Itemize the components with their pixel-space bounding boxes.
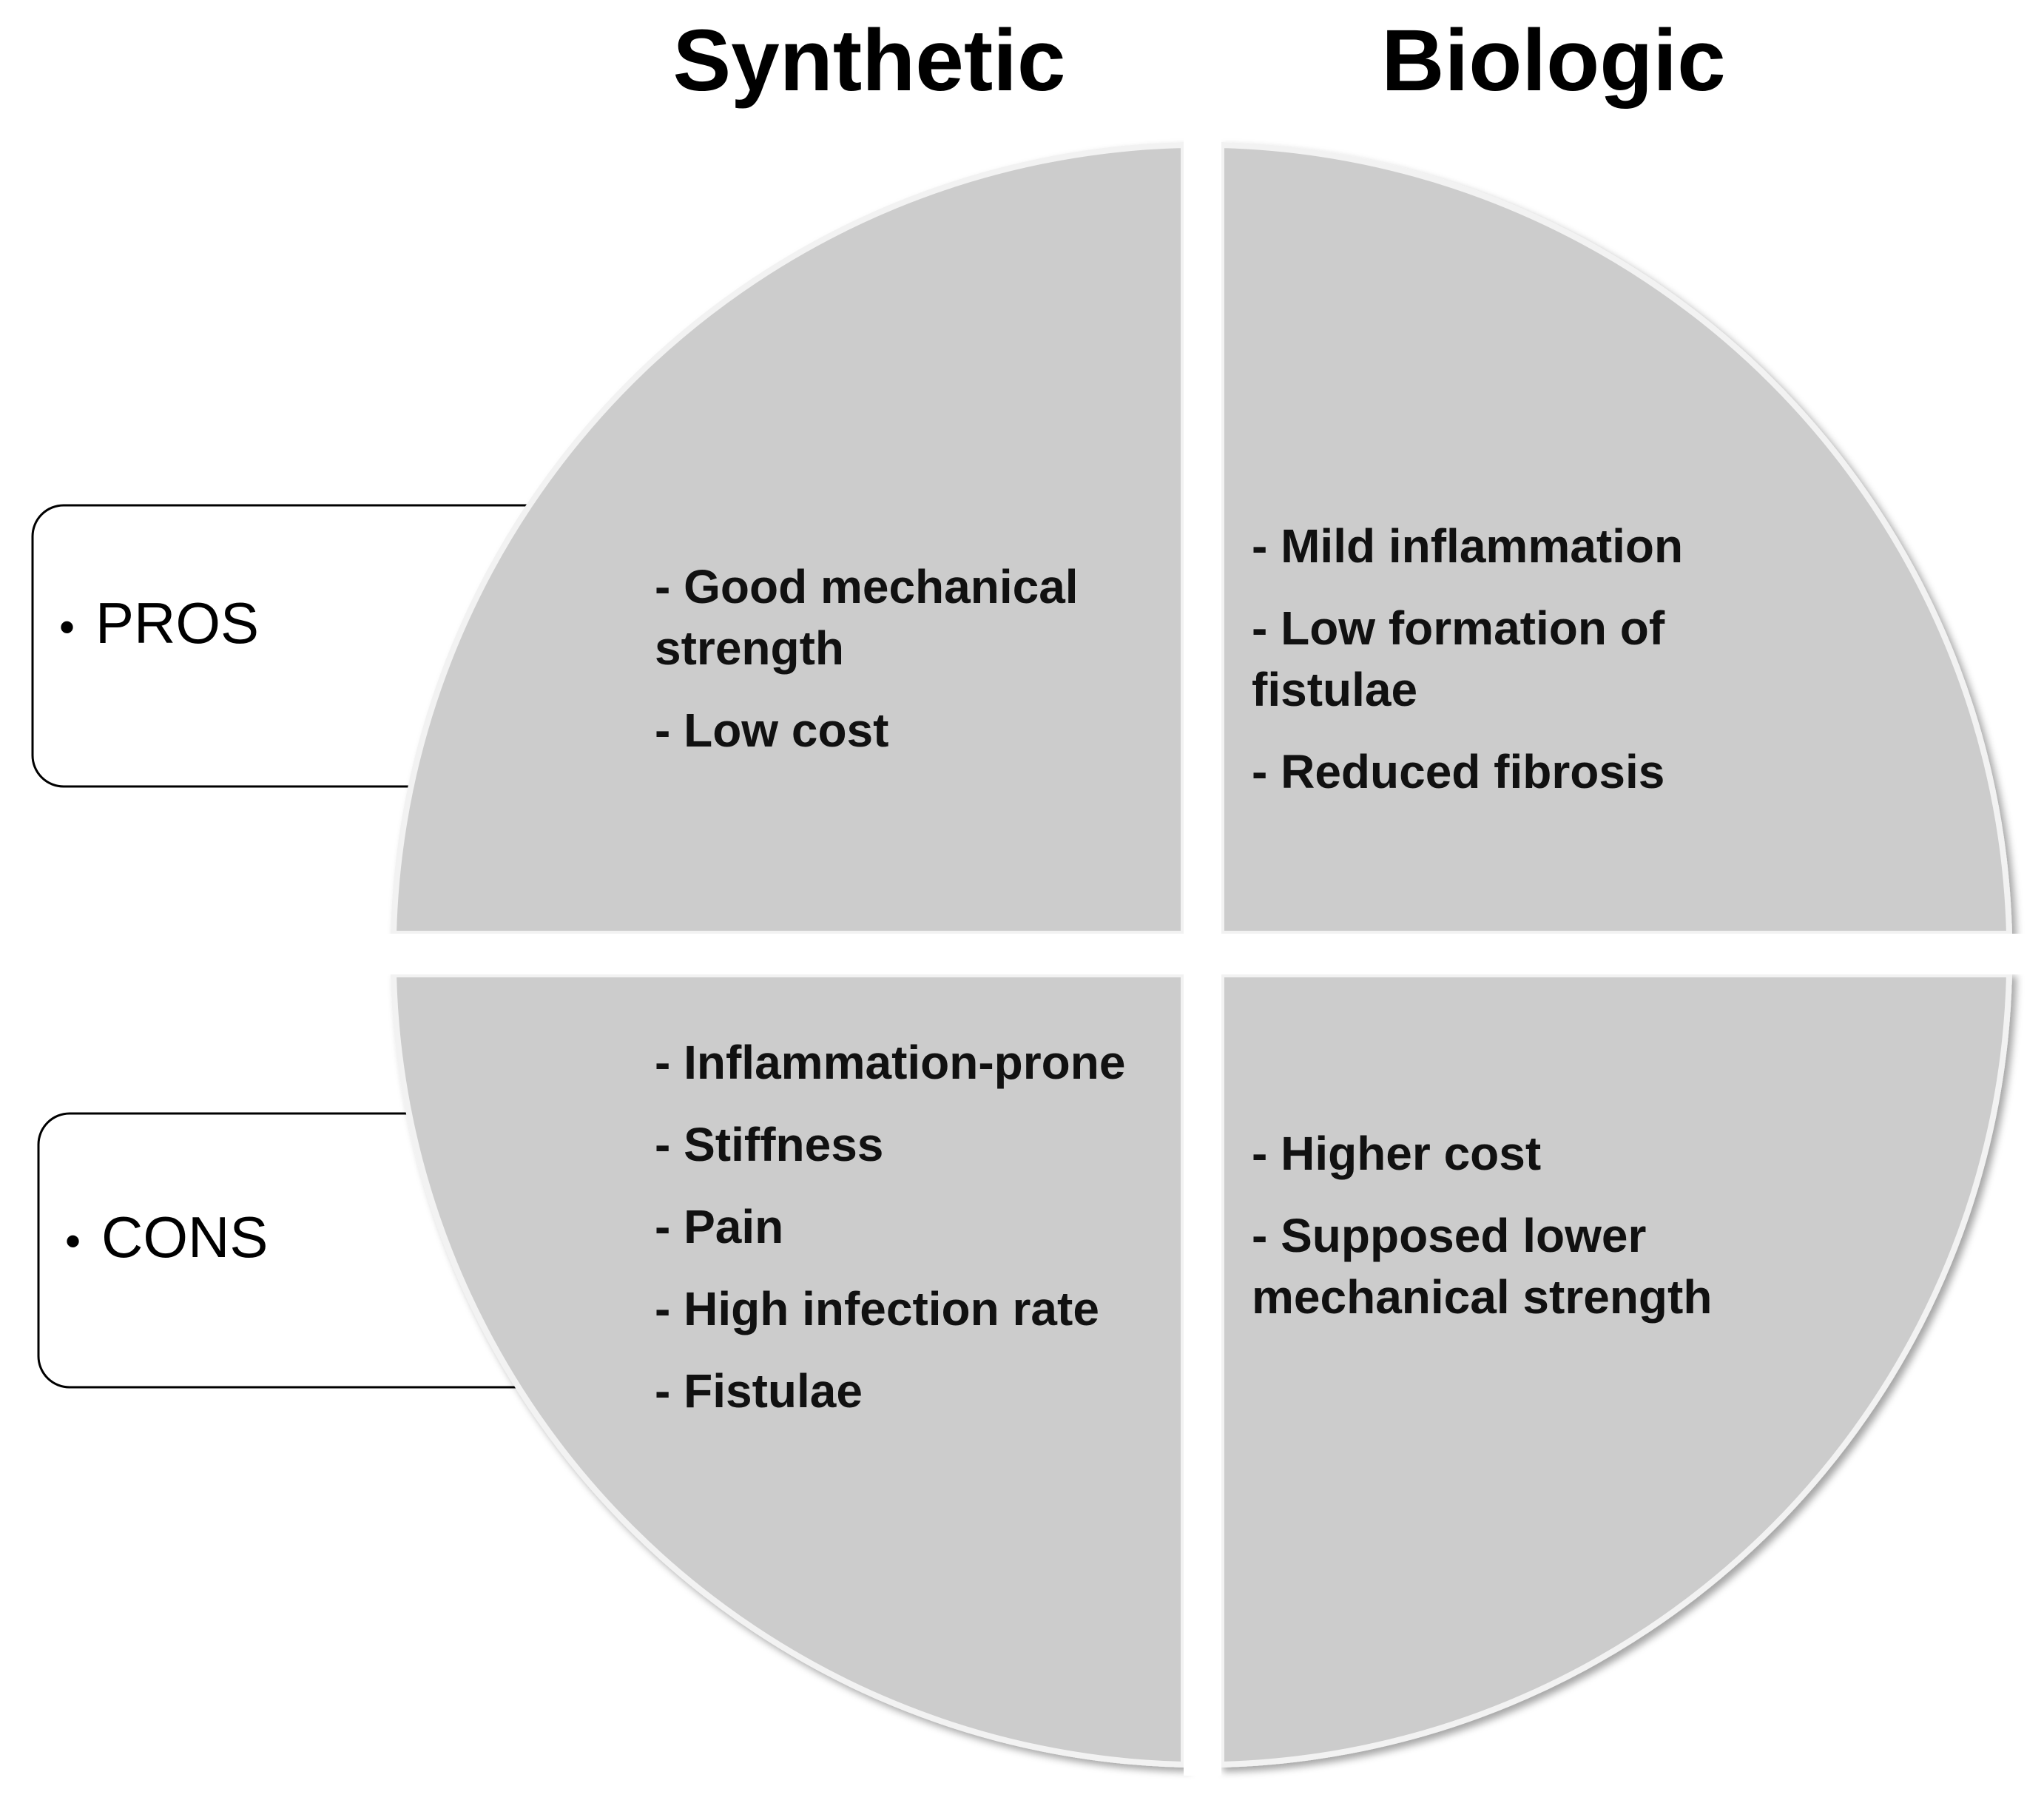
pros-label: •PROS bbox=[59, 594, 259, 652]
biologic-pros-text: - Mild inflammation - Low formation of f… bbox=[1252, 516, 1770, 823]
horizontal-gap bbox=[377, 934, 2027, 974]
biologic-cons-item: - Higher cost bbox=[1252, 1127, 1542, 1180]
cons-bullet: • bbox=[65, 1216, 81, 1267]
cons-text: CONS bbox=[101, 1204, 269, 1270]
biologic-pros-item: - Low formation of fistulae bbox=[1252, 602, 1665, 716]
synthetic-cons-text: - Inflammation-prone - Stiffness - Pain … bbox=[655, 1032, 1173, 1443]
biologic-pros-quadrant bbox=[1218, 141, 2013, 937]
biologic-cons-quadrant bbox=[1218, 971, 2013, 1768]
cons-label: •CONS bbox=[65, 1208, 268, 1266]
synthetic-pros-text: - Good mechanical strength - Low cost bbox=[655, 556, 1173, 782]
biologic-pros-item: - Reduced fibrosis bbox=[1252, 745, 1665, 798]
synthetic-pros-item: - Low cost bbox=[655, 704, 889, 757]
biologic-pros-item: - Mild inflammation bbox=[1252, 519, 1684, 573]
synthetic-cons-quadrant bbox=[390, 971, 1187, 1768]
pros-text: PROS bbox=[95, 590, 260, 656]
synthetic-pros-item: - Good mechanical strength bbox=[655, 560, 1079, 675]
biologic-heading: Biologic bbox=[1381, 12, 1726, 109]
synthetic-heading: Synthetic bbox=[672, 12, 1066, 109]
synthetic-pros-quadrant bbox=[390, 141, 1187, 937]
synthetic-cons-item: - Stiffness bbox=[655, 1118, 884, 1171]
synthetic-cons-item: - Pain bbox=[655, 1200, 784, 1253]
synthetic-cons-item: - High infection rate bbox=[655, 1282, 1099, 1335]
biologic-cons-item: - Supposed lower mechanical strength bbox=[1252, 1209, 1713, 1324]
synthetic-cons-item: - Fistulae bbox=[655, 1364, 863, 1418]
pros-bullet: • bbox=[59, 602, 75, 653]
synthetic-cons-item: - Inflammation-prone bbox=[655, 1036, 1126, 1089]
biologic-cons-text: - Higher cost - Supposed lower mechanica… bbox=[1252, 1123, 1740, 1349]
